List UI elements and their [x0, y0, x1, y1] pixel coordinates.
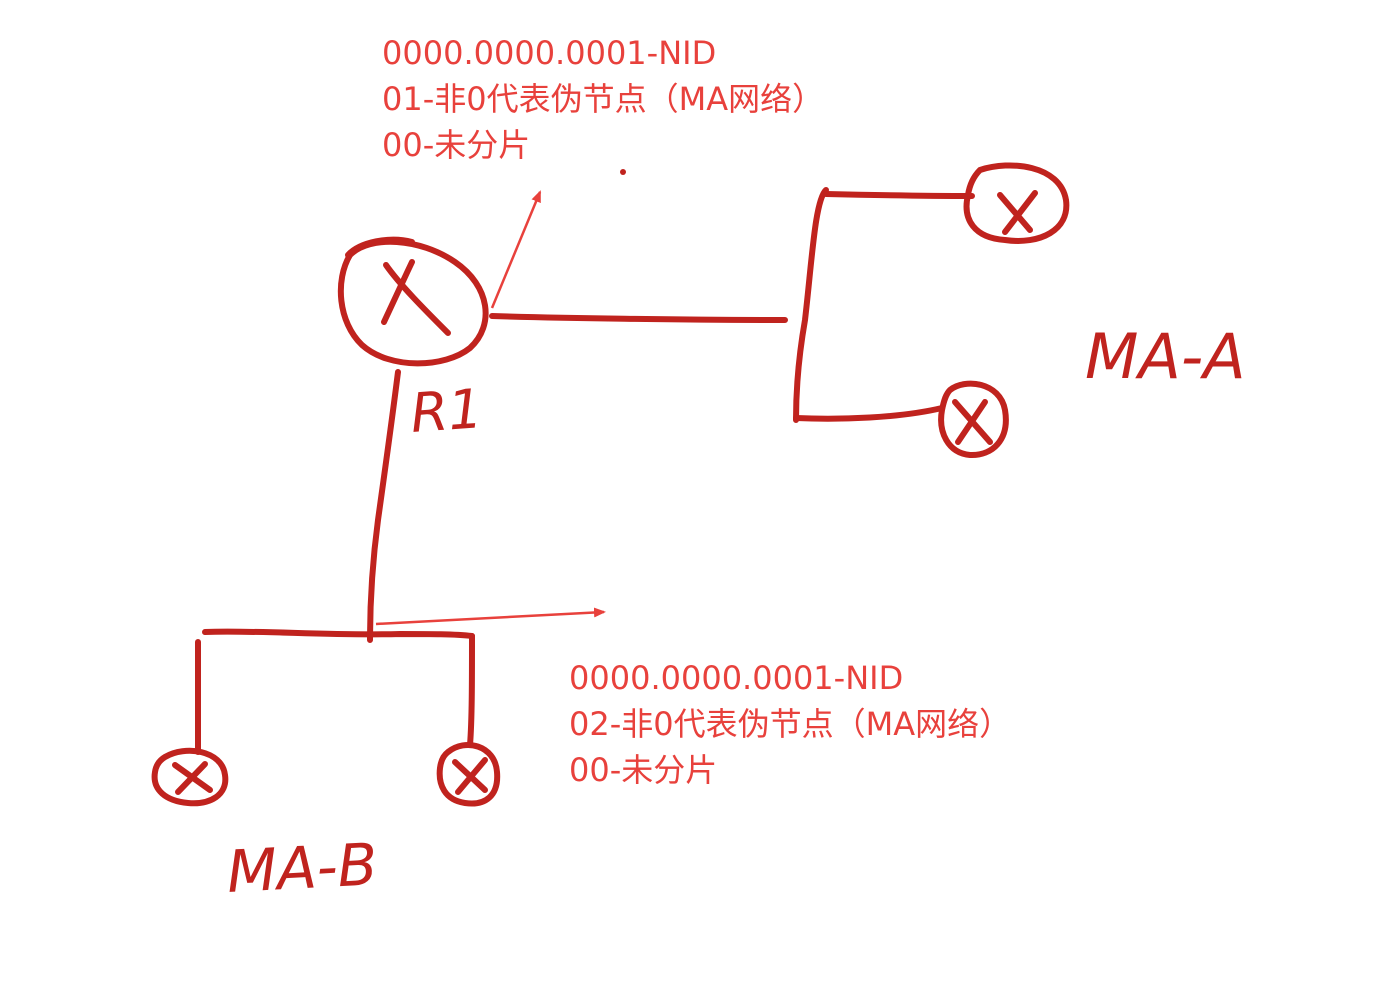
router-r1-swoosh: [345, 236, 415, 258]
router-r1-icon: [337, 236, 489, 367]
router-r1-label: R1: [409, 377, 485, 445]
ma-b-router-1-icon: [151, 747, 229, 807]
ma-a-router-2-x2: [955, 399, 988, 445]
pseudonode-note-ma-a: 0000.0000.0001-NID 01-非0代表伪节点（MA网络） 00-未…: [382, 30, 824, 168]
network-a-label: MA-A: [1085, 320, 1246, 393]
arrow-bottom-note: [375, 607, 606, 626]
pseudonode-note-ma-b: 0000.0000.0001-NID 02-非0代表伪节点（MA网络） 00-未…: [569, 655, 1011, 793]
ma-a-branch-bottom: [793, 405, 945, 422]
router-r1-x-stroke2: [381, 259, 415, 325]
router-r1-circle: [337, 238, 489, 367]
router-r1-x-stroke1: [383, 262, 451, 336]
ma-a-router-2-icon: [938, 380, 1009, 459]
ma-a-router-1-icon: [963, 162, 1070, 244]
ma-a-router-1-x2: [1002, 190, 1038, 235]
ma-a-router-1-circle: [963, 162, 1070, 244]
note-bottom-fragment: 00-未分片: [569, 751, 718, 789]
ma-b-router-1-x2: [175, 761, 208, 795]
stray-dot: [620, 169, 626, 175]
ma-b-router-2-icon: [436, 741, 501, 807]
note-bottom-pseudonode: 02-非0代表伪节点（MA网络）: [569, 705, 1012, 743]
ma-a-branch-top: [823, 191, 975, 199]
ma-b-drop-right: [467, 633, 475, 748]
link-r1-to-ma-b: [367, 369, 401, 643]
ma-b-router-2-circle: [436, 741, 501, 807]
note-bottom-nid: 0000.0000.0001-NID: [569, 659, 904, 697]
link-r1-to-ma-a: [489, 313, 788, 323]
note-top-nid: 0000.0000.0001-NID: [382, 34, 717, 72]
ma-a-router-1-x1: [997, 192, 1033, 233]
ma-b-router-1-circle: [151, 747, 229, 807]
note-top-pseudonode: 01-非0代表伪节点（MA网络）: [382, 80, 825, 118]
arrow-top-note: [490, 190, 542, 309]
note-top-fragment: 00-未分片: [382, 126, 531, 164]
ma-b-bus: [202, 628, 475, 639]
ma-b-router-2-x2: [455, 757, 488, 795]
ma-a-bus: [793, 187, 829, 423]
network-b-label: MA-B: [225, 830, 379, 906]
ma-a-router-2-circle: [938, 380, 1009, 459]
